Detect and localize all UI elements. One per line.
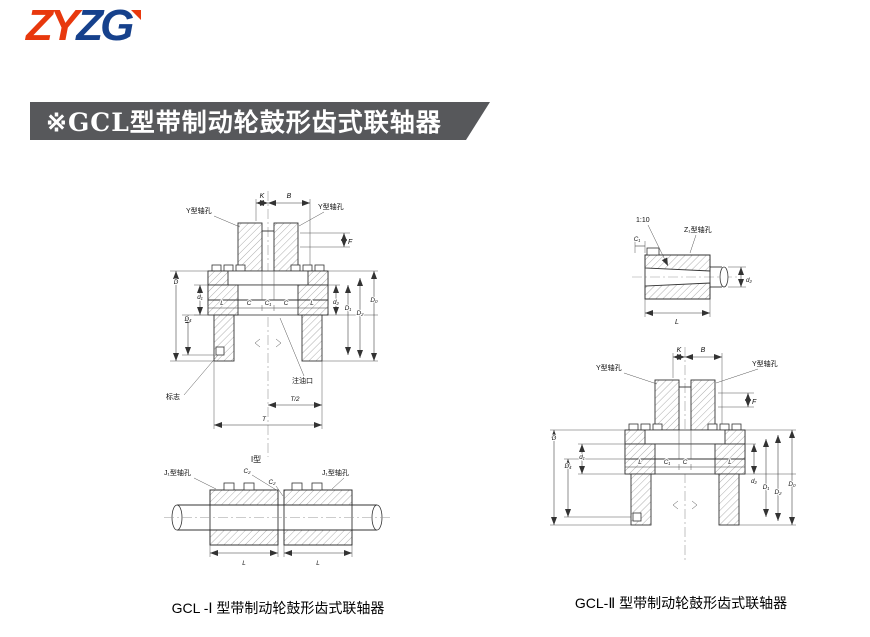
technical-drawing-gcl1: K B Y型轴孔 Y型轴孔 F bbox=[163, 191, 392, 568]
dim-label-b2: B bbox=[701, 347, 706, 354]
label-y2-bore-left: Y型轴孔 bbox=[596, 363, 622, 372]
figure-gcl-1: K B Y型轴孔 Y型轴孔 F bbox=[152, 185, 404, 618]
dim-label-l-hub-left: L bbox=[242, 560, 246, 567]
dim-label-l-top: L bbox=[675, 319, 679, 326]
dim-label-d1: d₁ bbox=[197, 294, 203, 301]
dim-label-l-right: L bbox=[310, 300, 314, 307]
page-title: ※GCL型带制动轮鼓形齿式联轴器 bbox=[46, 108, 442, 137]
dim-label-c-right: C bbox=[284, 300, 289, 307]
technical-drawing-gcl2: 1:10 C₁ Z₁型轴孔 d₂ L bbox=[550, 216, 797, 563]
dim-label-c-mid: C bbox=[683, 459, 688, 466]
dim-label-D2-2: D₂ bbox=[775, 489, 783, 496]
dim-label-c2-a: C₂ bbox=[244, 468, 252, 475]
dim-label-c1: C₁ bbox=[265, 300, 272, 307]
label-j1-bore-left: J₁型轴孔 bbox=[164, 468, 191, 477]
dim-label-D2: D₂ bbox=[357, 310, 365, 317]
dim-label-l-hub-right: L bbox=[316, 560, 320, 567]
gcl1-j1-view: C₂ C₂ J₁型轴孔 J₁型轴孔 L L bbox=[163, 467, 392, 568]
gcl2-z1-detail: 1:10 C₁ Z₁型轴孔 d₂ L bbox=[632, 216, 754, 327]
gcl2-main-view: K B Y型轴孔 Y型轴孔 F bbox=[550, 346, 797, 563]
label-taper-1-10: 1:10 bbox=[636, 217, 650, 224]
dim-label-d2-2: d₂ bbox=[751, 478, 758, 485]
logo-text-zy: ZY bbox=[26, 1, 79, 50]
dim-label-D4-2: D₄ bbox=[564, 463, 572, 470]
dim-label-D1: D₁ bbox=[345, 305, 352, 312]
label-y-bore-right: Y型轴孔 bbox=[318, 202, 344, 211]
dim-label-t: T bbox=[262, 416, 267, 423]
label-oil-port: 注油口 bbox=[292, 376, 313, 385]
label-j1-bore-right: J₁型轴孔 bbox=[322, 468, 349, 477]
dim-label-D1-2: D₁ bbox=[763, 484, 770, 491]
label-type-1: Ⅰ型 bbox=[251, 455, 261, 464]
dim-label-d2: d₂ bbox=[333, 299, 340, 306]
dim-label-D0-2: D₀ bbox=[788, 481, 796, 488]
dim-label-d2-top: d₂ bbox=[746, 277, 753, 284]
gcl1-main-view: K B Y型轴孔 Y型轴孔 F bbox=[165, 191, 379, 465]
dim-label-k2: K bbox=[677, 347, 682, 354]
dim-label-t-half: T/2 bbox=[290, 396, 300, 403]
dim-label-d1-2: d₁ bbox=[579, 454, 585, 461]
figure1-caption: GCL -Ⅰ 型带制动轮鼓形齿式联轴器 bbox=[171, 600, 385, 616]
dim-label-c1-mid: C₁ bbox=[664, 459, 671, 466]
logo-zyzg: ZYZG bbox=[26, 1, 142, 50]
dim-label-f2: F bbox=[752, 399, 757, 406]
dim-label-l-left: L bbox=[220, 300, 224, 307]
label-mark: 标志 bbox=[166, 392, 180, 401]
dim-label-D: D bbox=[174, 279, 179, 286]
logo-text-zg: ZG bbox=[76, 1, 134, 50]
dim-label-f: F bbox=[348, 239, 353, 246]
dim-label-c-left: C bbox=[247, 300, 252, 307]
label-y2-bore-right: Y型轴孔 bbox=[752, 359, 778, 368]
label-y-bore-left: Y型轴孔 bbox=[186, 206, 212, 215]
dim-label-k: K bbox=[260, 193, 265, 200]
dim-label-l2-right: L bbox=[728, 459, 732, 466]
section-title-banner: ※GCL型带制动轮鼓形齿式联轴器 bbox=[30, 102, 490, 140]
dim-label-l2-left: L bbox=[638, 459, 642, 466]
figure-gcl-2: 1:10 C₁ Z₁型轴孔 d₂ L bbox=[540, 195, 822, 613]
dim-label-D0: D₀ bbox=[370, 297, 378, 304]
label-z1-bore: Z₁型轴孔 bbox=[684, 225, 712, 234]
dim-label-c1-top: C₁ bbox=[634, 236, 641, 243]
logo-triangle-icon bbox=[131, 10, 142, 20]
dim-label-b: B bbox=[287, 193, 292, 200]
figure2-caption: GCL-Ⅱ 型带制动轮鼓形齿式联轴器 bbox=[574, 595, 788, 611]
dim-label-D4: D₄ bbox=[184, 316, 192, 323]
dim-label-c2-b: C₂ bbox=[269, 479, 277, 486]
dim-label-D-2: D bbox=[552, 435, 557, 442]
